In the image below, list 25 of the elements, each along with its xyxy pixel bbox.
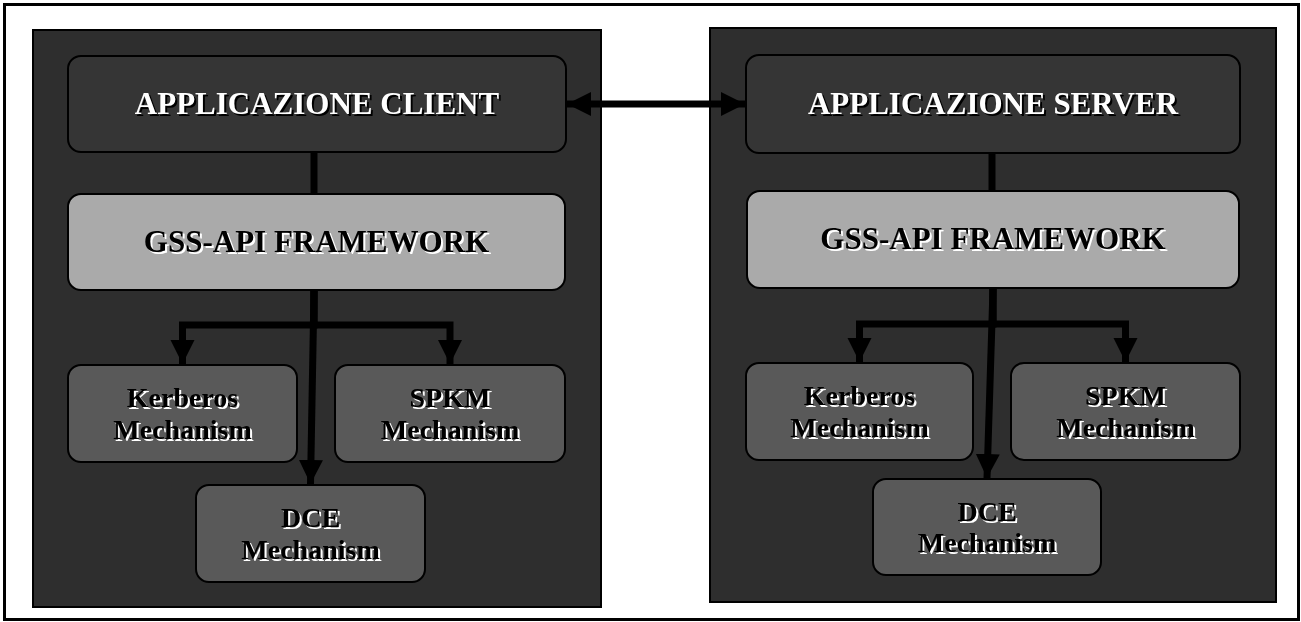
process-box	[67, 193, 566, 291]
process-box	[67, 55, 567, 153]
box-label: APPLICAZIONE SERVER	[806, 86, 1180, 122]
box-label: Kerberos Mechanism	[112, 382, 253, 445]
box-label: APPLICAZIONE CLIENT	[133, 86, 501, 122]
connector-arrow	[298, 290, 323, 485]
connector-arrow	[975, 288, 1000, 479]
box-label: GSS-API FRAMEWORK	[819, 222, 1167, 257]
process-box	[195, 484, 426, 583]
box-label: DCE Mechanism	[240, 502, 381, 565]
box-label: DCE Mechanism	[916, 495, 1058, 559]
box-label: SPKM Mechanism	[1055, 380, 1196, 443]
connector-arrow	[567, 92, 745, 116]
process-box	[1010, 362, 1241, 461]
process-box	[334, 364, 566, 463]
process-box	[67, 364, 298, 463]
panel-background	[32, 29, 602, 608]
panel-background	[709, 27, 1277, 603]
process-box	[745, 362, 974, 461]
box-label: GSS-API FRAMEWORK	[142, 224, 491, 260]
process-box	[745, 54, 1241, 154]
box-label: Kerberos Mechanism	[789, 380, 930, 443]
process-box	[746, 190, 1240, 289]
box-label: SPKM Mechanism	[379, 382, 521, 445]
process-box	[872, 478, 1102, 576]
